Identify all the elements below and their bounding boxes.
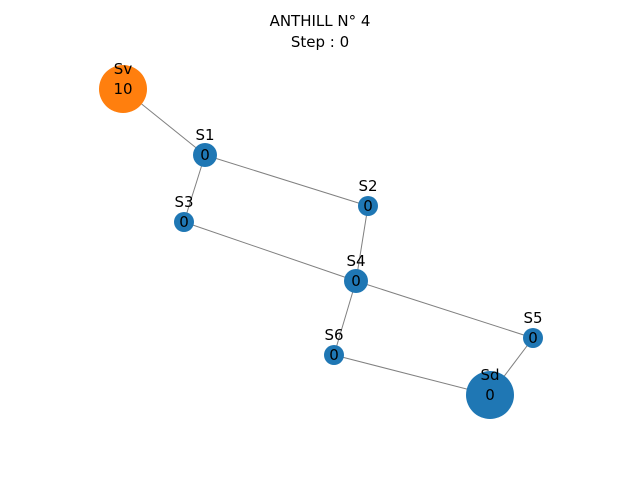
node-label-sd: Sd [480,366,499,384]
node-label-s1: S1 [195,126,214,144]
edge-s4-s6 [333,280,357,356]
node-label-s6: S6 [324,326,343,344]
node-circle-s2 [358,196,378,216]
edge-s2-s4 [355,205,369,282]
node-sv: Sv 10 [99,60,147,113]
node-count-s6: 0 [329,346,339,364]
node-circle-s3 [174,212,194,232]
node-count-s1: 0 [200,146,210,164]
node-s6: S60 [324,326,344,365]
node-label-s4: S4 [346,252,365,270]
node-circle-s6 [324,345,344,365]
node-circle-sd [466,371,514,419]
node-circle-s1 [193,143,217,167]
node-s2: S20 [358,177,378,216]
edge-s3-s4 [183,221,357,282]
node-s1: S10 [193,126,217,167]
edge-s1-s2 [204,154,369,207]
node-count-sd: 0 [485,386,495,404]
node-s4: S40 [344,252,368,293]
step-label: Step : 0 [290,33,350,51]
node-circle-sv [99,65,147,113]
node-count-s3: 0 [179,213,189,231]
node-count-s4: 0 [351,272,361,290]
node-label-sv: Sv [114,60,133,78]
edge-s4-s5 [355,280,534,339]
node-s5: S50 [523,309,543,348]
node-count-sv: 10 [113,80,132,98]
node-label-s3: S3 [174,193,193,211]
node-count-s2: 0 [363,197,373,215]
node-sd: Sd 0 [466,366,514,419]
edge-s6-sd [333,354,491,396]
node-label-s2: S2 [358,177,377,195]
node-circle-s4 [344,269,368,293]
node-label-s5: S5 [523,309,542,327]
graph-title: ANTHILL N° 4 [269,12,371,30]
node-count-s5: 0 [528,329,538,347]
node-circle-s5 [523,328,543,348]
node-s3: S30 [174,193,194,232]
